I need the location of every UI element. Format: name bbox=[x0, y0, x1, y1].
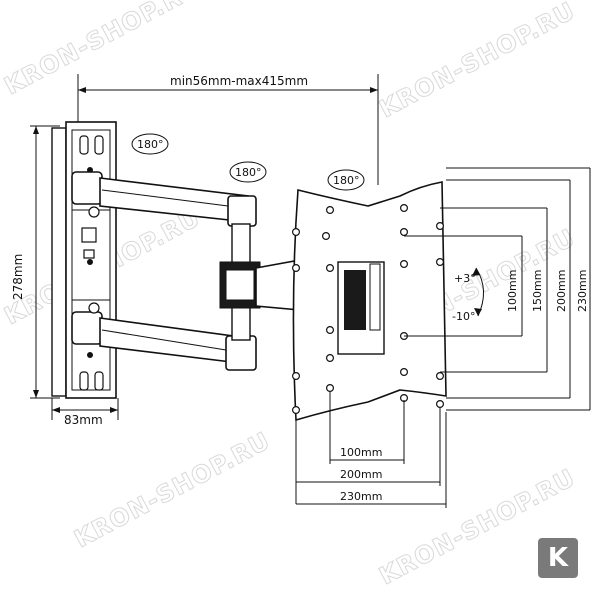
shop-logo-icon: K bbox=[538, 538, 578, 578]
tilt-up-label: +3° bbox=[454, 272, 476, 285]
tilt-indicator: +3° -10° bbox=[452, 267, 484, 323]
central-pivot bbox=[219, 223, 301, 341]
plate-depth-dimension: 83mm bbox=[51, 398, 119, 427]
vesa-h230-label: 230mm bbox=[340, 490, 382, 503]
tv-bracket-plate bbox=[292, 181, 447, 422]
wall-plate bbox=[51, 121, 117, 399]
rotation-label-3: 180° bbox=[333, 174, 360, 187]
logo-letter: K bbox=[547, 543, 569, 573]
vesa-vertical-dimensions: 100mm 150mm 200mm 230mm bbox=[404, 167, 591, 411]
plate-depth-label: 83mm bbox=[64, 413, 103, 427]
vesa-v150-label: 150mm bbox=[531, 270, 544, 312]
upper-arm bbox=[71, 171, 257, 227]
vesa-h200-label: 200mm bbox=[340, 468, 382, 481]
vesa-h100-label: 100mm bbox=[340, 446, 382, 459]
watermark-text: KRON-SHOP.RU bbox=[375, 0, 580, 123]
extension-label: min56mm-max415mm bbox=[170, 74, 308, 88]
vesa-v200-label: 200mm bbox=[555, 270, 568, 312]
plate-height-label: 278mm bbox=[11, 254, 25, 300]
vesa-horizontal-dimensions: 100mm 200mm 230mm bbox=[295, 392, 447, 508]
rotation-label-2: 180° bbox=[235, 166, 262, 179]
watermark-text: KRON-SHOP.RU bbox=[70, 426, 275, 553]
rotation-indicators: 180° 180° 180° bbox=[131, 133, 365, 191]
extension-dimension: min56mm-max415mm bbox=[77, 74, 379, 185]
tilt-down-label: -10° bbox=[452, 310, 475, 323]
vesa-v230-label: 230mm bbox=[576, 270, 589, 312]
rotation-label-1: 180° bbox=[137, 138, 164, 151]
plate-height-dimension: 278mm bbox=[11, 125, 60, 399]
vesa-v100-label: 100mm bbox=[506, 270, 519, 312]
